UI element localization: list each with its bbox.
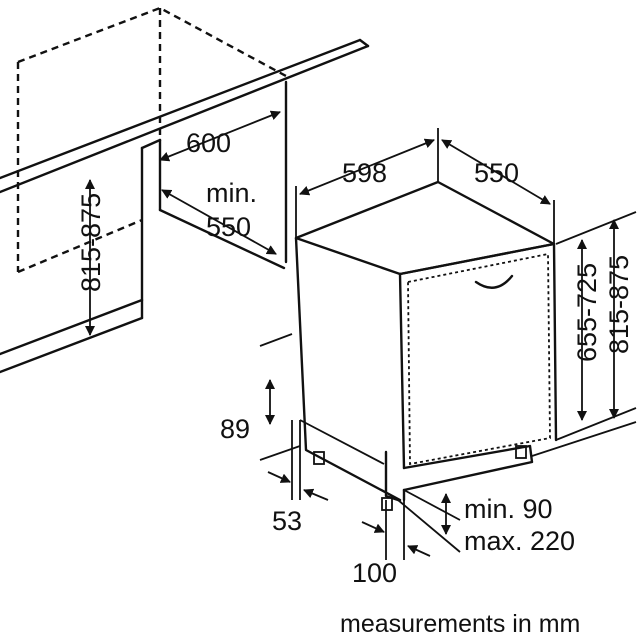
total-height-label: 815-875: [604, 255, 634, 354]
plinth-recess-label: 89: [220, 414, 250, 444]
units-note: measurements in mm: [340, 610, 580, 638]
dishwasher-body: [294, 180, 558, 511]
extension-lines: [259, 128, 637, 560]
niche-depth-label-min: min.: [206, 178, 257, 208]
door-offset-dimension: [361, 521, 431, 557]
door-offset-label: 100: [352, 558, 397, 588]
appliance-width-dimension: [299, 138, 435, 196]
foot-offset-dimension: [267, 471, 329, 501]
niche-width-label: 600: [186, 128, 231, 158]
niche-depth-dimension: [161, 189, 277, 255]
plinth-max-label: max. 220: [464, 526, 575, 556]
niche-depth-label-value: 550: [206, 212, 251, 242]
body-height-label: 655-725: [572, 263, 602, 362]
foot-offset-label: 53: [272, 506, 302, 536]
appliance-depth-dimension: [441, 139, 551, 205]
plinth-min-label: min. 90: [464, 494, 553, 524]
niche-width-dimension: [159, 110, 281, 162]
countertop-niche: [0, 6, 370, 374]
niche-height-label: 815-875: [76, 193, 106, 292]
appliance-depth-label: 550: [474, 158, 519, 188]
appliance-width-label: 598: [342, 158, 387, 188]
